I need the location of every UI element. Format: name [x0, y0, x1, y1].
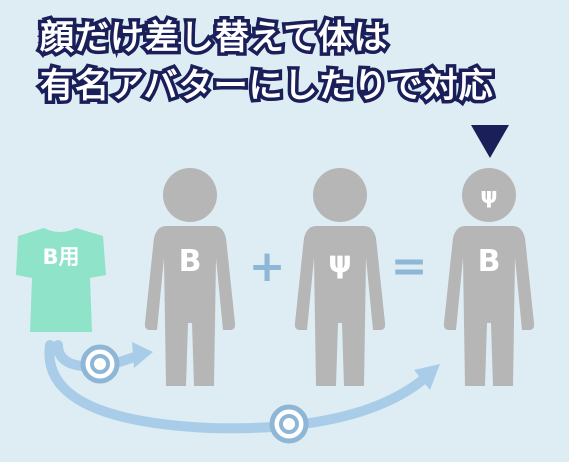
figure-face-psi: ψ — [294, 168, 386, 386]
figure-result: ψ B — [443, 168, 535, 386]
figure-face-psi-label: ψ — [328, 245, 352, 280]
title-line-1: 顔だけ差し替えて体は — [37, 15, 391, 62]
figure-body-b-label: B — [179, 244, 202, 279]
double-circle-icon — [269, 404, 309, 444]
shirt-b: B用 — [16, 228, 106, 332]
figure-result-body-label: B — [478, 244, 501, 279]
arrowhead-shirt-to-result — [414, 364, 440, 390]
arrow-shirt-to-result — [44, 340, 430, 434]
figure-body-b: B — [144, 168, 236, 386]
arrowhead-shirt-to-body — [132, 342, 153, 368]
figure-result-head-label: ψ — [480, 184, 497, 209]
shirt-label: B用 — [42, 245, 79, 269]
equals-sign: = — [391, 241, 428, 292]
down-triangle-icon — [471, 125, 509, 158]
plus-sign: + — [249, 241, 286, 292]
double-circle-icon — [80, 344, 120, 384]
title-line-2: 有名アバターにしたりで対応 — [37, 63, 497, 110]
